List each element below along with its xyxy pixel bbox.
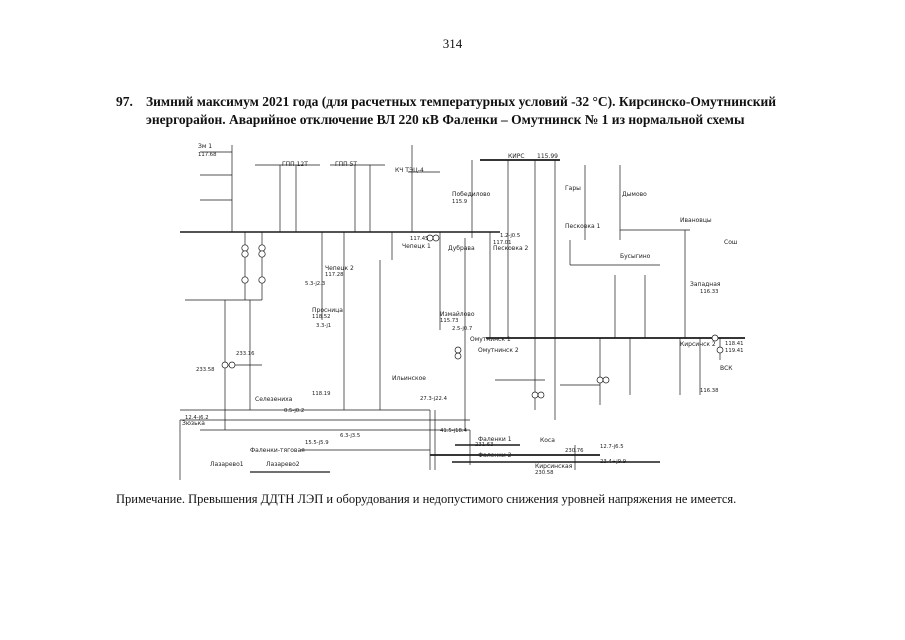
kirovo-chep-label: КЧ ТЭЦ-4 [395,167,424,174]
vsk-label: ВСК [720,365,733,372]
voltage-6: 230.76 [565,448,584,454]
heading-line-1: Зимний максимум 2021 года (для расчетных… [146,94,777,109]
voltage-17: 117.68 [198,152,217,158]
kirsinsk-2-label: Кирсинск 2 [680,341,716,348]
ilinskoe-label: Ильинское [392,375,426,382]
figure-heading: 97. Зимний максимум 2021 года (для расчет… [116,93,776,129]
gary-label: Гары [565,185,581,192]
scheme-lines [179,145,745,480]
voltage-2: 119.41 [725,348,744,354]
heading-line-2: энергорайон. Аварийное отключение ВЛ 220… [146,111,745,127]
heading-number: 97. [116,94,133,109]
voltage-15: 117.01 [493,240,512,246]
flow-4: 23.4+j9.9 [600,459,626,465]
voltage-13: 115.9 [452,199,467,205]
kirsinskaya-label: Кирсинская [535,463,573,470]
flow-2: 41.5-j18.4 [440,428,468,434]
zm-1-label: Зм 1 [198,143,212,150]
peskovka-2-label: Песковка 2 [493,245,529,252]
prosnitsa-label: Просница [312,307,343,314]
voltage-4: 116.38 [700,388,719,394]
gpp-12t-label: ГПП 12Т [282,161,308,168]
flow-3: 6.3-j3.5 [340,433,360,439]
flow-7: 5.3-j2.3 [305,281,325,287]
voltage-10: 118.19 [312,391,331,397]
flow-8: 1.2-j0.5 [500,233,520,239]
note-text: Примечание. Превышения ДДТН ЛЭП и оборуд… [116,492,737,506]
page-number: 314 [442,36,463,51]
falenki-1-label: Фаленки 1 [478,436,512,443]
voltage-7: 231.63 [475,442,494,448]
flow-1: 27.3-j22.4 [420,396,448,402]
kirs-voltage: 115.99 [537,153,558,160]
flow-11: 2.5-j0.7 [452,326,472,332]
lazarevo-2-label: Лазарево2 [266,461,300,468]
sosh-label: Сош [724,239,737,246]
gpp-5t-label: ГПП 5Т [335,161,357,168]
falenki-2-label: Фаленки 2 [478,452,512,459]
falenki-tyag-label: Фаленки-тяговая [250,447,305,454]
lazarevo-1-label: Лазарево1 [210,461,244,468]
voltage-1: 118.41 [725,341,744,347]
kirs-label: КИРС [508,153,525,160]
voltage-12: 115.73 [440,318,459,324]
zapadnaya-label: Западная [690,281,721,288]
chepetsk-1-label: Чепецк 1 [402,243,431,250]
kosa-label: Коса [540,437,555,444]
voltage-8: 233.16 [236,351,255,357]
selezenikha-label: Селезениха [255,396,293,403]
scheme-transformers [221,234,724,399]
flow-12: 12.4-j6.2 [185,415,209,421]
dubrava-label: Дубрава [448,245,475,252]
voltage-9: 233.58 [196,367,215,373]
voltage-16: 117.28 [325,272,344,278]
flow-9: 3.3-j1 [316,323,331,329]
chepetsk-2-label: Чепецк 2 [325,265,354,272]
peskovka-1-label: Песковка 1 [565,223,601,230]
flow-5: 12.7-j6.5 [600,444,624,450]
omutninsk-1-label: Омутнинск 1 [470,336,511,343]
pobedilovo-label: Победилово [452,191,491,198]
scheme-labels: КИРС 115.99 Омутнинск 1 Омутнинск 2 Фале… [182,143,744,476]
voltage-14: 117.45 [410,236,429,242]
dymovo-label: Дымово [622,191,647,198]
zyuzka-label: Зюзька [182,420,205,427]
voltage-5: 230.58 [535,470,554,476]
flow-6: 15.5-j5.9 [305,440,329,446]
flow-10: 0.5-j0.2 [284,408,304,414]
omutninsk-2-label: Омутнинск 2 [478,347,519,354]
voltage-11: 118.52 [312,314,331,320]
ivanovtsy-label: Ивановцы [680,217,712,224]
izmailovo-label: Измайлово [440,311,475,318]
voltage-3: 116.33 [700,289,719,295]
busygino-label: Бусыгино [620,253,651,260]
